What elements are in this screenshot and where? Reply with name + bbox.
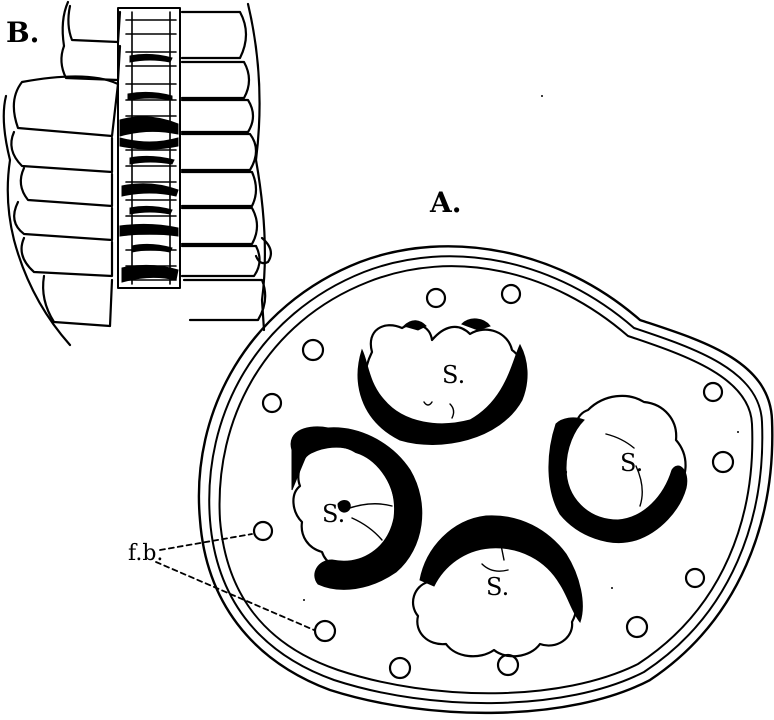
bundle-circle (627, 617, 647, 637)
bundle-circle (686, 569, 704, 587)
bundle-circle (263, 394, 281, 412)
bundle-circle (498, 655, 518, 675)
panel-a-drawing: A. (128, 95, 772, 713)
panel-b-drawing: B. (4, 2, 271, 345)
sorus-label-left: S. (322, 500, 345, 528)
sorus-left (291, 427, 422, 590)
bundle-circle (254, 522, 272, 540)
panel-b-central-strand (118, 8, 180, 288)
bundle-circle (704, 383, 722, 401)
bundle-circle (303, 340, 323, 360)
panel-b-right-cells (182, 4, 271, 330)
bundle-circle (713, 452, 733, 472)
sorus-label-top: S. (442, 361, 465, 389)
sorus-label-right: S. (620, 449, 643, 477)
sorus-label-bottom: S. (486, 573, 509, 601)
bundle-circle (502, 285, 520, 303)
panel-b-left-cells (4, 2, 120, 345)
bundle-circle (427, 289, 445, 307)
sorus-right (549, 396, 687, 543)
leader-line (160, 534, 252, 550)
fibrovascular-bundles (254, 285, 733, 678)
bundle-circle (315, 621, 335, 641)
bundle-circle (390, 658, 410, 678)
panel-b-letter: B. (6, 16, 39, 49)
panel-a-letter: A. (429, 186, 461, 219)
